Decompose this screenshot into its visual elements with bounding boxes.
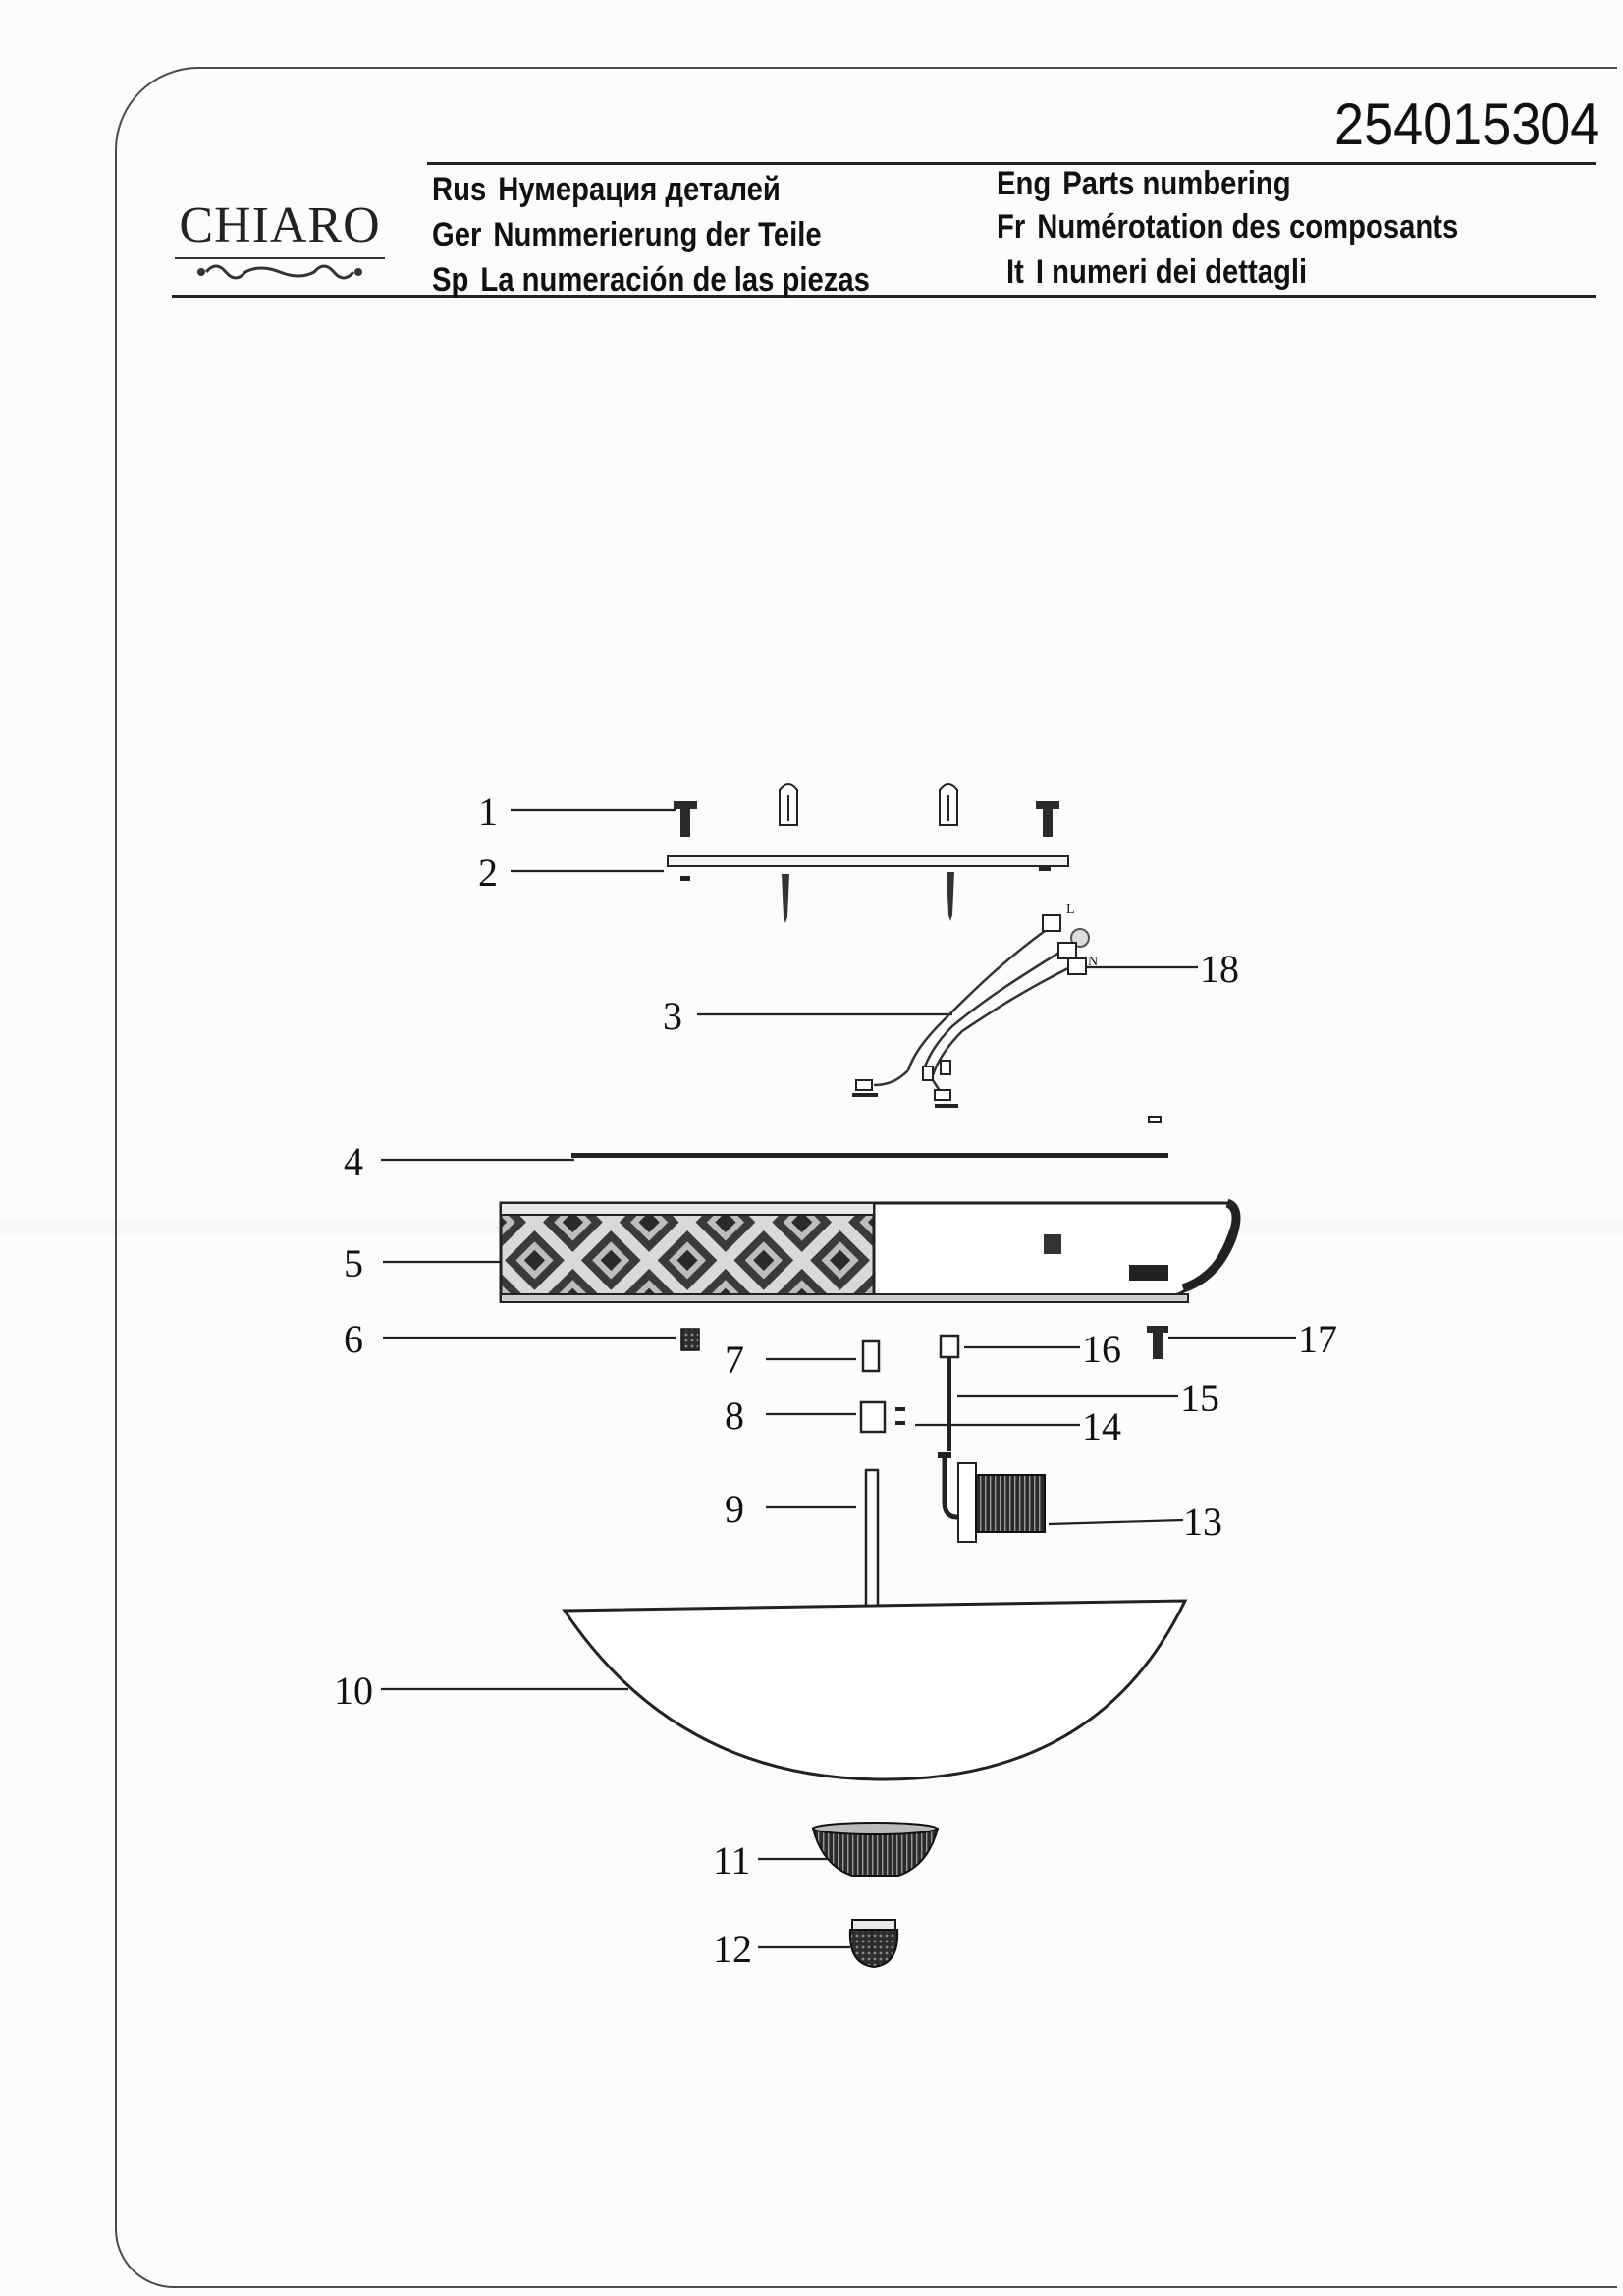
lang-text: Нумерация деталей (498, 171, 781, 208)
part-label: 17 (1298, 1317, 1337, 1361)
part-label: 6 (344, 1317, 363, 1361)
part-10-glass-shade (562, 1599, 1188, 1781)
leader-lines (381, 808, 1296, 1949)
wire-mark-neutral: N (1088, 955, 1098, 969)
header-bottom-rule (172, 295, 1596, 298)
part-label: 10 (334, 1668, 373, 1713)
header-top-rule (427, 162, 1596, 165)
part-labels: 1 2 3 4 5 6 7 8 9 10 11 12 13 14 15 16 1… (334, 790, 1337, 1971)
part-label: 14 (1082, 1404, 1121, 1449)
part-1-screws (674, 783, 1059, 837)
part-label: 5 (344, 1241, 363, 1285)
part-18-terminal-block (1042, 914, 1090, 975)
part-label: 16 (1082, 1327, 1121, 1371)
leader-13 (1048, 1518, 1184, 1526)
lang-code: It (1006, 253, 1024, 291)
part-13-lamp-holder (942, 1458, 1046, 1543)
part-5-decorative-frame (499, 1198, 1241, 1303)
part-16-cap (939, 1334, 960, 1359)
lang-text: Nummerierung der Teile (493, 216, 822, 253)
lang-code: Sp (432, 261, 469, 299)
part-3-wiring (852, 926, 1071, 1108)
lang-code: Fr (997, 208, 1026, 246)
lang-code: Rus (432, 171, 487, 208)
part-label: 9 (725, 1487, 744, 1531)
part-14-washer (938, 1452, 951, 1458)
brand-ornament-icon (175, 257, 385, 280)
header-eng: Eng Parts numbering (997, 165, 1291, 203)
part-label: 7 (725, 1338, 744, 1382)
part-label: 13 (1183, 1500, 1222, 1544)
part-4-rod (571, 1116, 1168, 1158)
header-rus: Rus Нумерация деталей (432, 171, 781, 209)
part-6-nut (680, 1328, 700, 1351)
page-frame (115, 67, 1617, 2288)
lang-code: Ger (432, 216, 482, 253)
part-2-mounting-bar (667, 855, 1069, 923)
part-label: 15 (1180, 1376, 1219, 1420)
brand-logo: CHIARO (167, 196, 393, 287)
document-number: 254015304 (1333, 91, 1599, 157)
lang-text: Numérotation des composants (1037, 208, 1459, 246)
header-sp: Sp La numeración de las piezas (432, 261, 870, 300)
lang-text: Parts numbering (1062, 165, 1291, 202)
part-12-finial-ball (848, 1919, 899, 1969)
part-17-screw (1147, 1326, 1168, 1359)
brand-name: CHIARO (179, 197, 381, 253)
part-label: 18 (1200, 947, 1239, 991)
lang-code: Eng (997, 165, 1052, 202)
header-ger: Ger Nummerierung der Teile (432, 216, 822, 254)
part-label: 2 (478, 850, 498, 895)
lang-text: I numeri dei dettagli (1035, 253, 1308, 291)
part-label: 4 (344, 1139, 363, 1183)
part-label: 8 (725, 1394, 744, 1438)
lang-text: La numeración de las piezas (480, 261, 870, 299)
wire-mark-live: L (1066, 902, 1075, 917)
part-label: 1 (478, 790, 498, 834)
part-label: 12 (713, 1927, 752, 1971)
part-label: 11 (713, 1838, 751, 1883)
part-11-finial-cup (811, 1822, 940, 1877)
part-7-spacer (861, 1339, 881, 1373)
header-fr: Fr Numérotation des composants (997, 208, 1458, 246)
part-8-bracket (859, 1400, 905, 1434)
part-label: 3 (663, 994, 682, 1038)
header-it: It I numeri dei dettagli (1006, 253, 1307, 292)
